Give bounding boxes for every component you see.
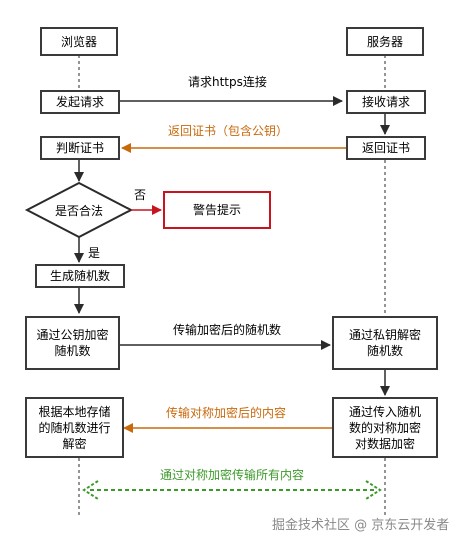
send-sym-content-label: 传输对称加密后的内容 [166,406,287,420]
warning-label: 警告提示 [192,203,241,217]
receive-request-node: 接收请求 [346,90,426,114]
verify-cert-label: 判断证书 [55,141,104,155]
warning-node: 警告提示 [163,191,271,229]
verify-cert-node: 判断证书 [40,136,120,160]
https-request-label: 请求https连接 [188,75,267,89]
decrypt-privkey-node: 通过私钥解密 随机数 [332,316,438,370]
return-cert-label: 返回证书 [361,141,410,155]
server-header: 服务器 [346,27,424,56]
decrypt-privkey-line2: 随机数 [366,344,403,358]
sym-transfer-all-label: 通过对称加密传输所有内容 [160,468,305,482]
no-label: 否 [134,188,147,202]
return-cert-node: 返回证书 [346,136,426,160]
browser-label: 浏览器 [60,34,97,49]
return-cert-edge-label: 返回证书（包含公钥） [168,124,289,138]
sym-decrypt-line1: 根据本地存储 [38,404,111,419]
gen-random-node: 生成随机数 [35,264,125,288]
watermark-text: 掘金技术社区 @ 京东云开发者 [272,518,450,533]
decrypt-privkey-line1: 通过私钥解密 [348,328,421,342]
sym-decrypt-line2: 的随机数进行 [38,420,111,435]
sym-encrypt-line2: 数的对称加密 [348,420,421,435]
valid-decision-label: 是否合法 [54,204,103,218]
send-request-label: 发起请求 [55,95,104,109]
send-random-label: 传输加密后的随机数 [173,323,282,337]
encrypt-pubkey-line2: 随机数 [54,344,91,358]
sym-encrypt-line3: 对数据加密 [354,436,415,451]
sym-decrypt-node: 根据本地存储 的随机数进行 解密 [25,397,124,458]
encrypt-pubkey-node: 通过公钥加密 随机数 [25,316,120,370]
receive-request-label: 接收请求 [361,95,410,109]
server-label: 服务器 [366,34,403,49]
sym-encrypt-line1: 通过传入随机 [348,404,421,419]
sym-decrypt-line3: 解密 [62,436,87,451]
sym-transfer-right-head [365,480,382,500]
send-request-node: 发起请求 [40,90,120,114]
sym-transfer-left-head [82,480,99,500]
gen-random-label: 生成随机数 [49,269,110,283]
encrypt-pubkey-line1: 通过公钥加密 [36,328,109,342]
yes-label: 是 [88,246,101,260]
browser-header: 浏览器 [40,27,118,56]
sym-encrypt-node: 通过传入随机 数的对称加密 对数据加密 [332,397,438,458]
